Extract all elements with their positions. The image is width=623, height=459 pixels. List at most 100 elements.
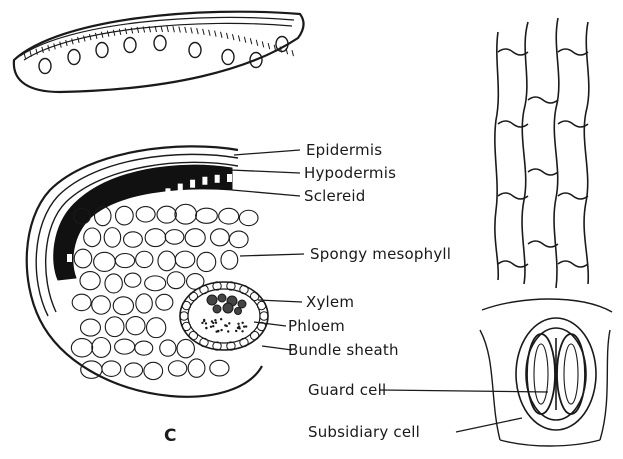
- sheath-cell: [200, 338, 208, 346]
- stoma-surface-view: [480, 299, 612, 446]
- mesophyll-cell: [125, 363, 143, 377]
- hatch-mark: [256, 40, 258, 46]
- hatch-mark: [197, 28, 199, 34]
- bundle-hole: [154, 36, 166, 51]
- mesophyll-cell: [95, 206, 111, 225]
- hatch-mark: [292, 50, 294, 56]
- mesophyll-cell: [115, 253, 134, 267]
- phloem-dot: [220, 329, 222, 331]
- mesophyll-cell: [94, 252, 116, 271]
- hatch-mark: [95, 33, 97, 39]
- hatch-mark: [226, 33, 228, 39]
- epidermal-cross-wall: [528, 169, 558, 175]
- mesophyll-cell: [126, 317, 145, 335]
- mesophyll-cell: [113, 297, 133, 315]
- mesophyll-cell: [196, 208, 218, 223]
- mesophyll-cell: [92, 338, 111, 358]
- mesophyll-cell: [80, 272, 100, 290]
- sclereid-lumen: [116, 215, 121, 223]
- bundle-hole: [96, 43, 108, 58]
- phloem-dot: [201, 322, 203, 324]
- phloem-dot: [203, 319, 205, 321]
- phloem-dot: [215, 330, 217, 332]
- label-bundle-sheath: Bundle sheath: [288, 341, 399, 359]
- hatch-mark: [203, 29, 205, 35]
- phloem-dot: [245, 325, 247, 327]
- label-epidermis: Epidermis: [306, 141, 382, 159]
- phloem-dot: [241, 330, 243, 332]
- epidermal-surface-view: [495, 18, 589, 288]
- xylem-tissue: [207, 294, 246, 315]
- sheath-cell: [250, 331, 258, 339]
- label-guard-cell: Guard cell: [308, 381, 386, 399]
- mesophyll-cell: [157, 206, 176, 223]
- mesophyll-cell: [72, 294, 91, 310]
- hatch-mark: [250, 38, 252, 44]
- label-phloem: Phloem: [288, 317, 345, 335]
- sheath-cell: [200, 285, 208, 293]
- mesophyll-cell: [124, 232, 143, 247]
- phloem-dot: [210, 326, 212, 328]
- epidermal-cross-wall: [558, 121, 588, 127]
- phloem-dot: [241, 322, 243, 324]
- xylem-vessel: [207, 295, 217, 305]
- epidermal-cross-wall: [498, 193, 528, 199]
- mesophyll-cell: [145, 276, 166, 291]
- xylem-vessel: [235, 308, 242, 315]
- mesophyll-cell: [165, 230, 184, 245]
- leaf-outline-section: [14, 12, 304, 92]
- phloem-dot: [212, 325, 214, 327]
- hatch-mark: [131, 27, 133, 33]
- hatch-mark: [209, 30, 211, 36]
- sclereid-lumen: [202, 177, 207, 185]
- hatch-mark: [72, 38, 74, 44]
- phloem-dot: [237, 323, 239, 325]
- mesophyll-cell: [147, 318, 166, 338]
- sheath-cell: [260, 312, 268, 320]
- sheath-cell: [189, 331, 197, 339]
- mesophyll-cell: [197, 252, 216, 271]
- epidermal-cross-wall: [498, 261, 528, 267]
- mesophyll-cell: [229, 231, 248, 248]
- hatch-mark: [84, 35, 86, 41]
- bundle-hole: [124, 38, 136, 53]
- epidermal-cross-wall: [558, 261, 588, 267]
- sclereid-lumen: [153, 194, 158, 202]
- phloem-dot: [227, 330, 229, 332]
- bundle-hole: [68, 50, 80, 65]
- label-subsidiary-cell: Subsidiary cell: [308, 423, 420, 441]
- hatch-mark: [161, 26, 163, 32]
- sclereid-lumen: [227, 174, 232, 182]
- mesophyll-cell: [177, 339, 194, 357]
- hatch-mark: [119, 29, 121, 35]
- hatch-mark: [167, 26, 169, 32]
- hatch-mark: [107, 31, 109, 37]
- phloem-dot: [215, 321, 217, 323]
- mesophyll-cell: [239, 210, 258, 225]
- bundle-hole: [222, 50, 234, 65]
- sclereid-lumen: [92, 233, 97, 241]
- label-hypodermis: Hypodermis: [304, 164, 396, 182]
- hatch-mark: [268, 43, 270, 49]
- mesophyll-cell: [156, 294, 173, 310]
- mesophyll-cell: [102, 361, 121, 377]
- sheath-cell: [240, 338, 248, 346]
- phloem-dot: [220, 318, 222, 320]
- sheath-cell: [250, 292, 258, 300]
- xylem-vessel: [238, 300, 246, 308]
- hatch-mark: [113, 30, 115, 36]
- mesophyll-cell: [136, 294, 152, 313]
- bundle-hole: [189, 43, 201, 58]
- sclereid-lumen: [190, 180, 195, 188]
- phloem-dot: [238, 325, 240, 327]
- hatch-mark: [274, 45, 276, 51]
- phloem-dot: [211, 320, 213, 322]
- phloem-dot: [228, 322, 230, 324]
- bundle-hole: [39, 59, 51, 74]
- epidermal-cross-wall: [528, 97, 558, 103]
- mesophyll-cell: [71, 339, 92, 357]
- epidermal-cross-wall: [498, 121, 528, 127]
- spongy-mesophyll-cells: [71, 204, 258, 379]
- leaf-cross-section-detail: [27, 146, 268, 396]
